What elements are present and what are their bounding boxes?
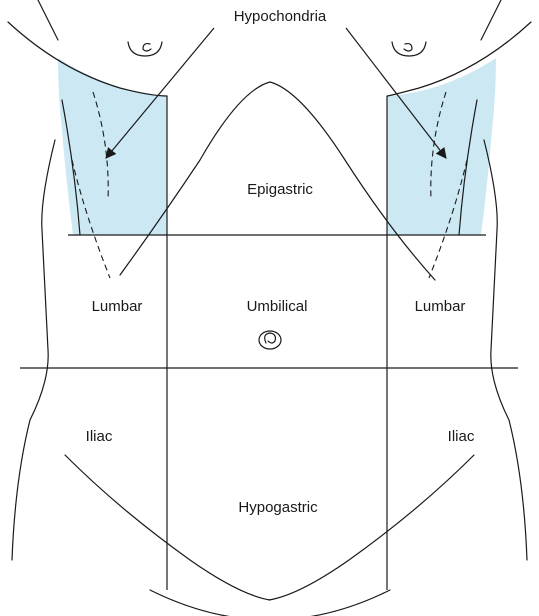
hypochondria-label: Hypochondria <box>234 8 327 25</box>
right-flank-outline <box>484 140 527 560</box>
left-flank-outline <box>12 140 55 560</box>
umbilicus-icon <box>259 331 281 349</box>
right-lumbar-label: Lumbar <box>415 298 466 315</box>
left-shoulder-curve <box>38 0 58 40</box>
right-nipple-icon <box>392 42 426 56</box>
umbilical-label: Umbilical <box>247 298 308 315</box>
hypogastric-label: Hypogastric <box>238 499 318 516</box>
pelvis-bottom-curve <box>150 590 390 616</box>
right-shoulder-curve <box>481 0 501 40</box>
right-iliac-label: Iliac <box>448 428 475 445</box>
left-iliac-label: Iliac <box>86 428 113 445</box>
left-lumbar-label: Lumbar <box>92 298 143 315</box>
epigastric-label: Epigastric <box>247 181 313 198</box>
right-hypochondrium-highlight <box>387 58 496 235</box>
left-nipple-icon <box>128 42 162 56</box>
right-inguinal-curve <box>269 455 474 600</box>
left-hypochondrium-highlight <box>58 58 167 235</box>
